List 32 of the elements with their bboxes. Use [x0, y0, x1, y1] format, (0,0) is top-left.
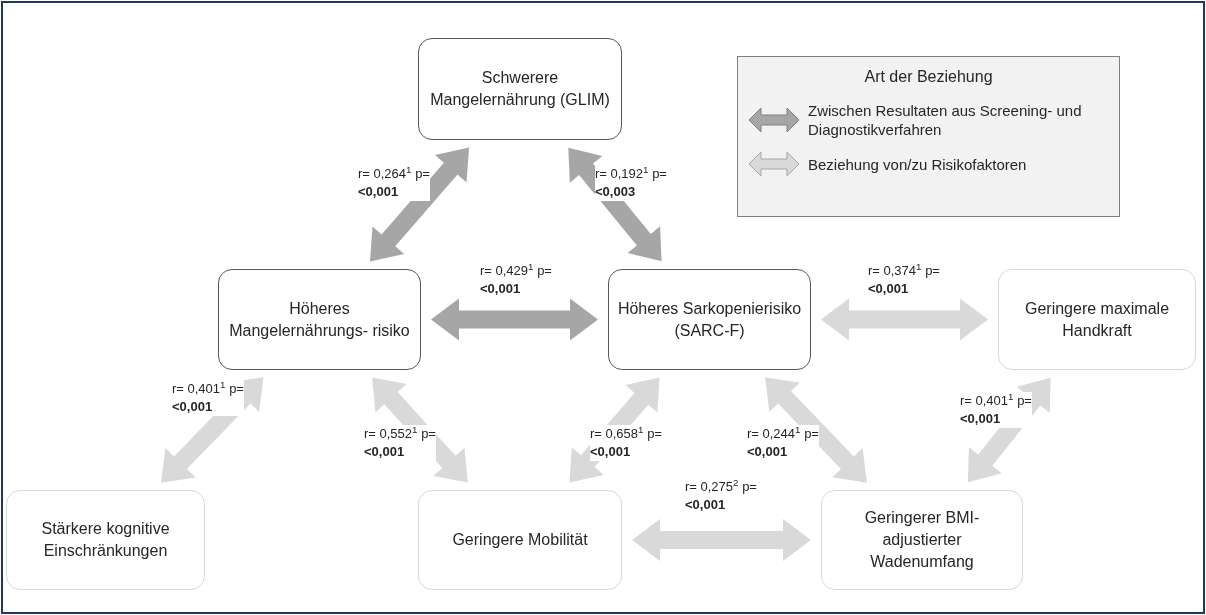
node-text: Schwerere Mangelernährung (GLIM): [429, 68, 611, 110]
legend-title: Art der Beziehung: [864, 67, 993, 87]
rounded-box: [6, 490, 205, 590]
node-text: Höheres Sarkopenierisiko (SARC-F): [617, 298, 802, 341]
node-text: Geringerer BMI- adjustierter Wadenumfang: [863, 508, 981, 572]
node-text: Stärkere kognitive Einschränkungen: [40, 519, 171, 561]
edge-label: r= 0,401$^{1}$ p= <0,001: [960, 392, 1032, 428]
edge-label: r= 0,552$^{1}$ p= <0,001: [364, 425, 436, 461]
node-text: Geringere Mobilität: [452, 530, 588, 550]
legend-text: Beziehung von/zu Risikofaktoren: [808, 154, 1028, 174]
edge-label: r= 0,244$^{1}$ p= <0,001: [747, 425, 819, 461]
node-text: Höheres Mangelernährungs- risiko: [228, 298, 411, 341]
rounded-box: [418, 490, 622, 590]
rounded-box: [998, 269, 1196, 370]
edge-label: r= 0,374$^{1}$ p= <0,001: [868, 262, 940, 298]
edge-label: r= 0,192$^{1}$ p= <0,003: [595, 165, 667, 201]
double-arrow: [431, 298, 598, 341]
double-arrow: [765, 377, 867, 483]
legend-text: Zwischen Resultaten aus Screening- und Diagnostikverfahren: [808, 101, 1083, 139]
rounded-box: [821, 490, 1023, 590]
edge-label: r= 0,658$^{1}$ p= <0,001: [590, 425, 662, 461]
double-arrow: [632, 519, 811, 561]
edge-label: r= 0,429$^{1}$ p= <0,001: [480, 262, 552, 298]
rounded-box: [608, 269, 811, 370]
double-arrow: [370, 147, 470, 262]
rounded-box: [418, 38, 622, 140]
edge-label: r= 0,264$^{1}$ p= <0,001: [358, 165, 430, 201]
edge-label: r= 0,401$^{1}$ p= <0,001: [172, 380, 244, 416]
edge-label: r= 0,275$^{2}$ p= <0,001: [685, 478, 757, 514]
node-text: Geringere maximale Handkraft: [1023, 298, 1171, 341]
rounded-box: [218, 269, 421, 370]
double-arrow: [821, 298, 988, 341]
